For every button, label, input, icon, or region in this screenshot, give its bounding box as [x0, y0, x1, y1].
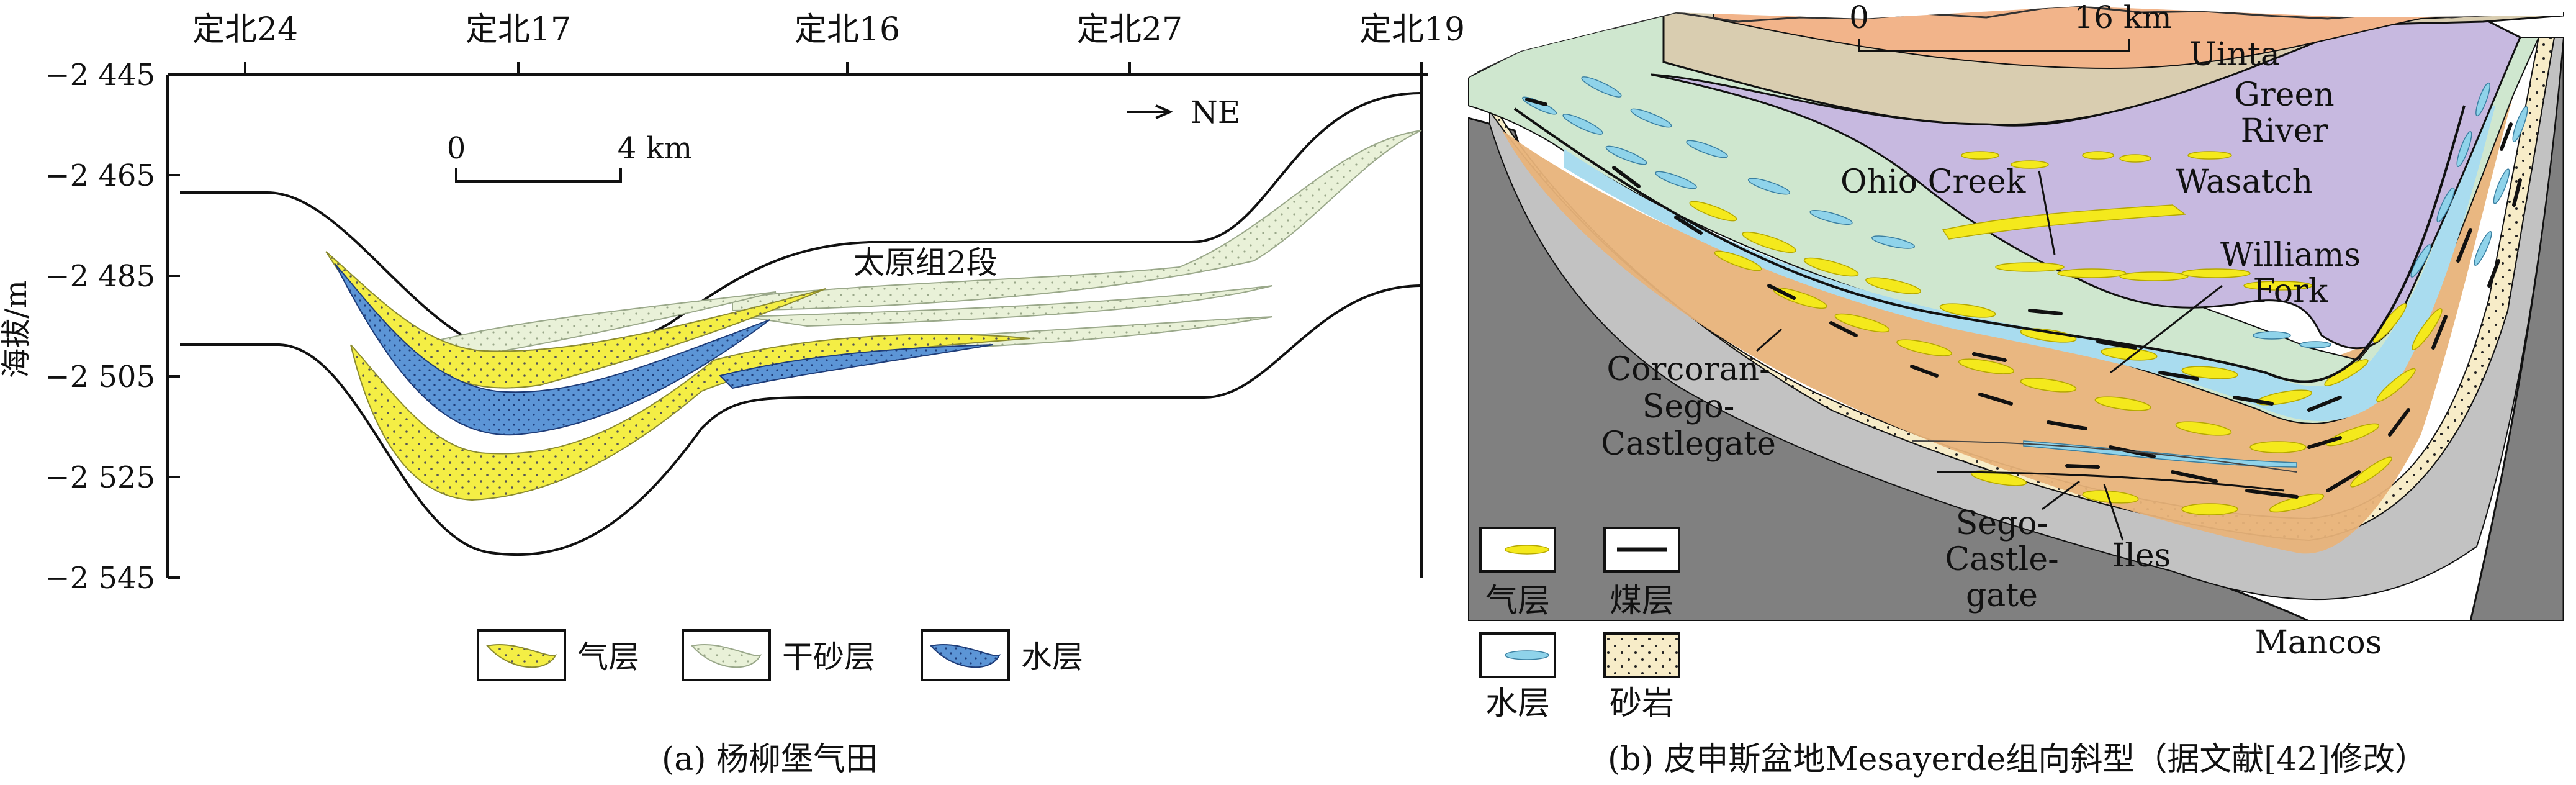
scale-zero: 0	[447, 131, 466, 166]
legend-label-water: 水层	[1021, 639, 1083, 675]
y-tick-label: −2 445	[45, 58, 155, 93]
right-panel: 0 16 km Uinta Green River Ohio Creek Was…	[1468, 0, 2564, 778]
well-label-dingbei19: 定北19	[1359, 11, 1465, 48]
label-williams-1: Williams	[2220, 237, 2361, 274]
sandstone-band	[1475, 37, 2556, 542]
coal-seams	[1525, 98, 2522, 499]
legend-label-gas: 气层	[577, 639, 639, 675]
left-panel: 定北24 定北17 定北16 定北27 定北19 −2 445	[0, 11, 1465, 778]
direction-indicator: NE	[1127, 94, 1240, 130]
y-tick-label: −2 465	[45, 158, 155, 193]
legend-box-sandstone	[1603, 632, 1680, 678]
y-tick-label: −2 505	[45, 360, 155, 394]
label-corcoran-2: Sego-	[1642, 388, 1735, 425]
label-ohio-creek: Ohio Creek	[1840, 163, 2026, 201]
dry-sand-layers	[420, 130, 1422, 361]
unit-labels: Uinta Green River Ohio Creek Wasatch Wil…	[1601, 36, 2382, 661]
caption-b: (b) 皮申斯盆地Mesayerde组向斜型（据文献[42]修改）	[1608, 741, 2427, 778]
right-legend: 气层 煤层 水层 砂岩	[1479, 527, 1680, 722]
formation-label: 太原组2段	[853, 245, 998, 281]
y-tick-label: −2 545	[45, 561, 155, 596]
label-sego-2: Castle-	[1945, 541, 2058, 578]
left-scale-bar: 0 4 km	[447, 131, 692, 183]
right-scale-bar: 0 16 km	[1849, 0, 2172, 52]
formation-bottom-boundary	[180, 284, 1422, 556]
water-layers	[335, 263, 994, 436]
label-williams-2: Fork	[2253, 273, 2328, 310]
label-wasatch: Wasatch	[2176, 163, 2313, 201]
gas-lenses	[1689, 151, 2443, 515]
label-uinta: Uinta	[2189, 36, 2280, 73]
leader-lines	[1756, 170, 2223, 541]
label-sego-1: Sego-	[1956, 505, 2048, 542]
label-sego-3: gate	[1966, 577, 2038, 614]
scale-end: 4 km	[618, 131, 692, 166]
legend-label-dry-sand: 干砂层	[782, 639, 875, 675]
formation-top-boundary	[180, 92, 1422, 356]
well-label-dingbei17: 定北17	[466, 11, 571, 48]
legend-label-gas-b: 气层	[1485, 583, 1550, 620]
left-legend: 气层 干砂层 水层	[477, 629, 1083, 681]
label-iles: Iles	[2112, 537, 2171, 574]
direction-label: NE	[1191, 94, 1240, 130]
label-green-river-1: Green	[2234, 76, 2334, 114]
top-axis-ticks	[244, 62, 1423, 75]
well-labels: 定北24 定北17 定北16 定北27 定北19	[192, 11, 1465, 48]
well-label-dingbei16: 定北16	[795, 11, 900, 48]
y-tick-label: −2 485	[45, 259, 155, 294]
y-axis-label: 海拔/m	[0, 280, 34, 378]
legend-label-coal: 煤层	[1610, 583, 1674, 620]
caption-a: (a) 杨柳堡气田	[662, 741, 878, 778]
label-corcoran-1: Corcoran-	[1606, 351, 1770, 388]
well-label-dingbei27: 定北27	[1077, 11, 1182, 48]
right-scale-end: 16 km	[2074, 0, 2171, 35]
legend-label-sandstone: 砂岩	[1610, 685, 1674, 722]
right-scale-zero: 0	[1849, 0, 1869, 35]
y-tick-label: −2 525	[45, 460, 155, 495]
y-tick-labels: −2 445 −2 465 −2 485 −2 505 −2 525 −2 54…	[45, 58, 155, 596]
label-corcoran-3: Castlegate	[1601, 425, 1776, 463]
well-label-dingbei24: 定北24	[192, 11, 298, 48]
williams-fork-body	[1502, 62, 2514, 554]
label-green-river-2: River	[2241, 112, 2328, 150]
label-mancos: Mancos	[2255, 624, 2382, 661]
legend-label-water-b: 水层	[1485, 685, 1550, 722]
y-axis-ticks	[168, 73, 180, 579]
